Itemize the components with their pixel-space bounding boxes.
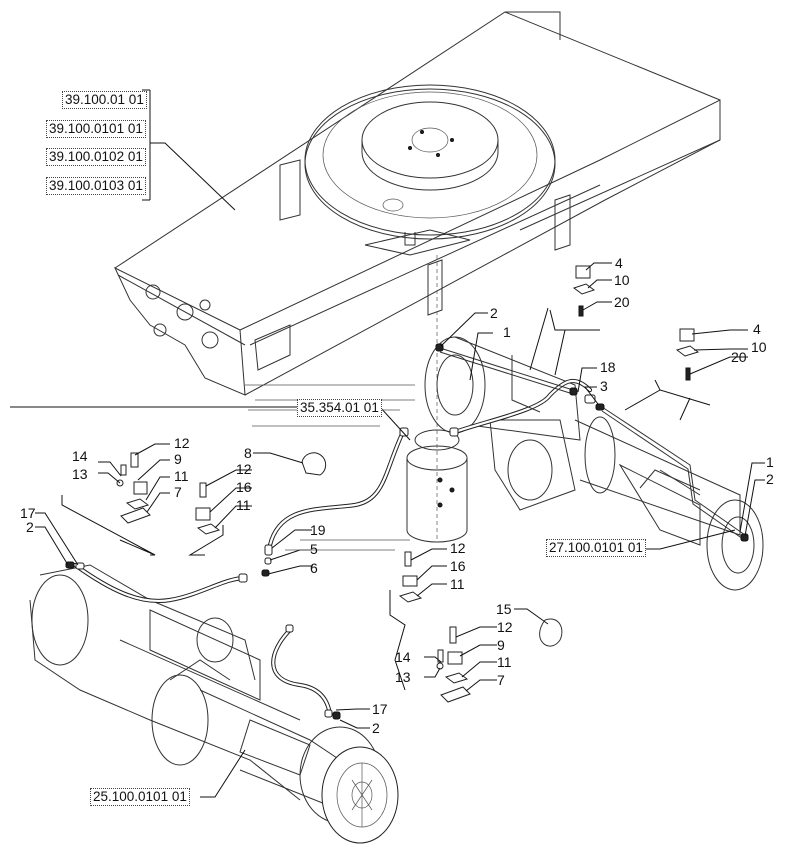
fittings xyxy=(65,343,749,720)
callout-11: 11 xyxy=(236,497,251,513)
callout-6: 6 xyxy=(310,560,318,576)
section-lines xyxy=(61,307,711,691)
callout-16: 16 xyxy=(236,479,252,495)
callout-20: 20 xyxy=(614,294,630,310)
callout-20: 20 xyxy=(731,349,747,365)
callout-12: 12 xyxy=(174,435,190,451)
callout-13: 13 xyxy=(72,466,88,482)
callout-2: 2 xyxy=(766,471,774,487)
callout-numbers: 4 10 20 4 10 20 2 1 18 3 1 2 8 12 9 14 1… xyxy=(20,255,774,736)
callout-3: 3 xyxy=(600,378,608,394)
callout-15: 15 xyxy=(496,601,512,617)
callout-7: 7 xyxy=(174,484,182,500)
reference-link-swivel[interactable]: 35.354.01 01 xyxy=(297,399,382,417)
callout-2: 2 xyxy=(26,519,34,535)
callout-14: 14 xyxy=(72,448,88,464)
callout-4: 4 xyxy=(753,321,761,337)
callout-5: 5 xyxy=(310,541,318,557)
callout-10: 10 xyxy=(614,272,630,288)
chassis-frame xyxy=(113,11,721,396)
front-axle xyxy=(29,564,399,844)
callout-9: 9 xyxy=(497,637,505,653)
callout-4: 4 xyxy=(615,255,623,271)
callout-leaders xyxy=(35,262,765,729)
callout-2: 2 xyxy=(490,305,498,321)
reference-link-frame[interactable]: 39.100.0103 01 xyxy=(46,177,146,195)
callout-17: 17 xyxy=(372,701,388,717)
callout-13: 13 xyxy=(395,669,411,685)
callout-7: 7 xyxy=(497,672,505,688)
callout-18: 18 xyxy=(600,359,616,375)
callout-12: 12 xyxy=(236,461,252,477)
turntable xyxy=(304,84,556,256)
callout-19: 19 xyxy=(310,522,326,538)
callout-12: 12 xyxy=(497,619,513,635)
clamp-parts xyxy=(116,265,700,703)
callout-11: 11 xyxy=(450,576,465,592)
callout-1: 1 xyxy=(766,454,774,470)
swivel-joint xyxy=(406,255,468,543)
callout-11: 11 xyxy=(174,468,189,484)
rear-axle xyxy=(424,336,764,591)
callout-1: 1 xyxy=(503,324,511,340)
callout-11: 11 xyxy=(497,654,512,670)
reference-link-rear-axle[interactable]: 27.100.0101 01 xyxy=(546,539,646,557)
callout-2: 2 xyxy=(372,720,380,736)
reference-link-frame[interactable]: 39.100.01 01 xyxy=(62,91,147,109)
hydraulic-lines xyxy=(72,347,746,718)
callout-12: 12 xyxy=(450,540,466,556)
callout-17: 17 xyxy=(20,505,36,521)
callout-9: 9 xyxy=(174,451,182,467)
callout-8: 8 xyxy=(244,445,252,461)
reference-link-front-axle[interactable]: 25.100.0101 01 xyxy=(90,788,190,806)
callout-14: 14 xyxy=(395,649,411,665)
reference-link-frame[interactable]: 39.100.0101 01 xyxy=(46,120,146,138)
callout-16: 16 xyxy=(450,558,466,574)
callout-10: 10 xyxy=(751,339,767,355)
reference-link-frame[interactable]: 39.100.0102 01 xyxy=(46,148,146,166)
